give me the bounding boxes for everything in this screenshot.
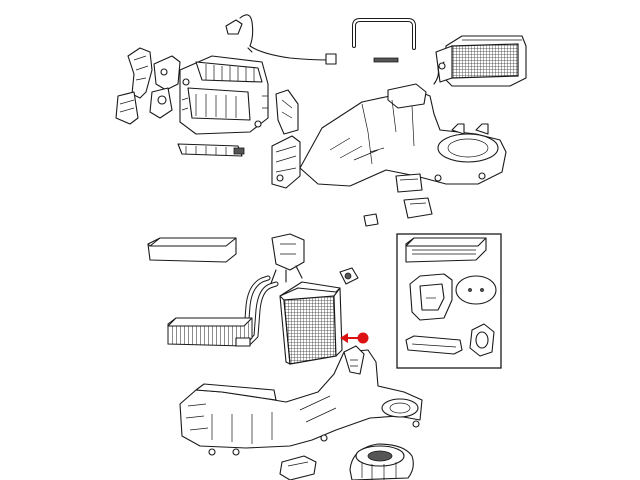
bracket-clip — [363, 197, 433, 227]
actuator-motor — [395, 173, 423, 193]
center-parts — [269, 233, 359, 287]
lower-main-housing — [299, 61, 507, 187]
oval-seal — [455, 275, 497, 305]
evaporator-box — [435, 35, 527, 87]
callout-marker — [340, 332, 369, 344]
evaporator-core — [279, 281, 343, 365]
actuator-bracket — [149, 55, 181, 119]
blower-motor — [349, 443, 414, 480]
vertical-channel — [275, 89, 299, 135]
bent-seal-tube — [352, 18, 416, 50]
long-seal-strip — [405, 335, 463, 355]
left-duct-elbow — [115, 47, 153, 125]
upper-hvac-housing — [179, 55, 269, 135]
foam-strip — [373, 57, 399, 63]
wiring-harness — [225, 14, 337, 65]
door-assembly — [271, 135, 301, 189]
lower-housing — [179, 345, 423, 456]
bottom-small-part — [279, 455, 317, 480]
upper-assembly-group — [115, 14, 527, 227]
seal-kit-inset — [396, 233, 502, 369]
heater-core-group — [167, 275, 279, 347]
small-flat-filter — [177, 143, 245, 157]
cabin-filter — [147, 237, 237, 263]
